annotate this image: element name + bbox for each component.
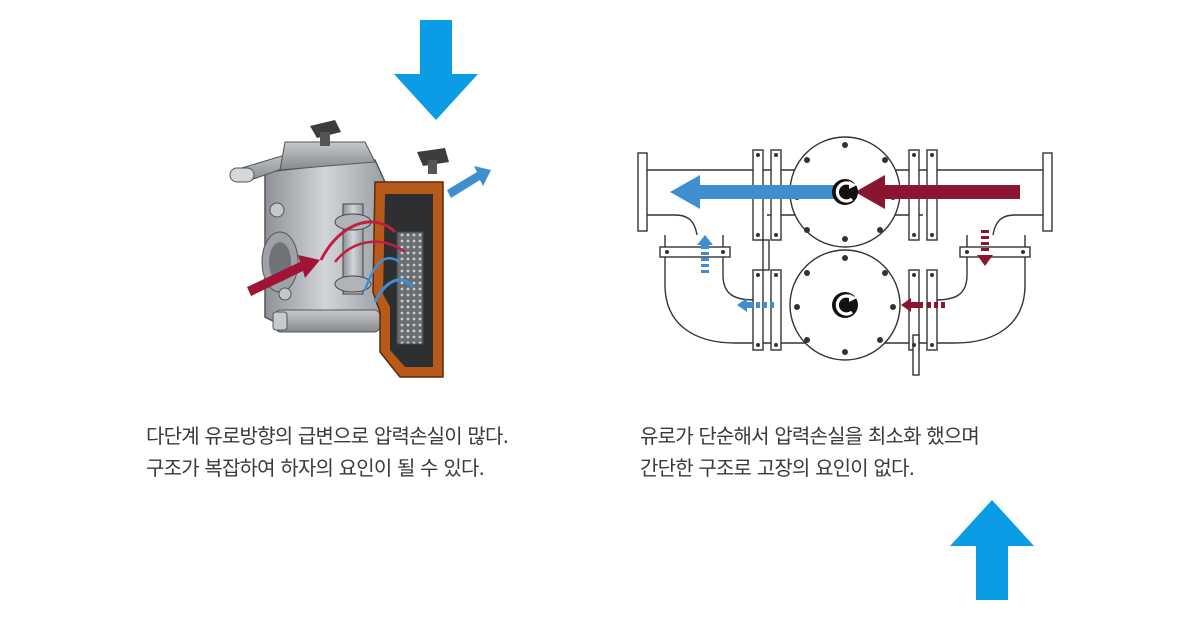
simple-flow-piping-diagram	[637, 136, 1053, 376]
rotation-icon	[832, 179, 858, 205]
inflow-arrow	[855, 175, 1020, 209]
right-caption: 유로가 단순해서 압력손실을 최소화 했으며 간단한 구조로 고장의 요인이 없…	[640, 420, 980, 484]
down-arrow-icon	[394, 20, 478, 120]
outflow-arrow	[670, 175, 835, 209]
cutaway-strainer-illustration	[229, 120, 491, 378]
right-caption-line-2: 간단한 구조로 고장의 요인이 없다.	[640, 456, 915, 480]
rotation-icon	[832, 292, 858, 318]
right-caption-line-1: 유로가 단순해서 압력손실을 최소화 했으며	[640, 424, 980, 448]
up-arrow-icon	[950, 500, 1034, 600]
left-caption-line-1: 다단계 유로방향의 급변으로 압력손실이 많다.	[146, 424, 509, 448]
left-caption-line-2: 구조가 복잡하여 하자의 요인이 될 수 있다.	[146, 456, 485, 480]
left-caption: 다단계 유로방향의 급변으로 압력손실이 많다. 구조가 복잡하여 하자의 요인…	[146, 420, 509, 484]
